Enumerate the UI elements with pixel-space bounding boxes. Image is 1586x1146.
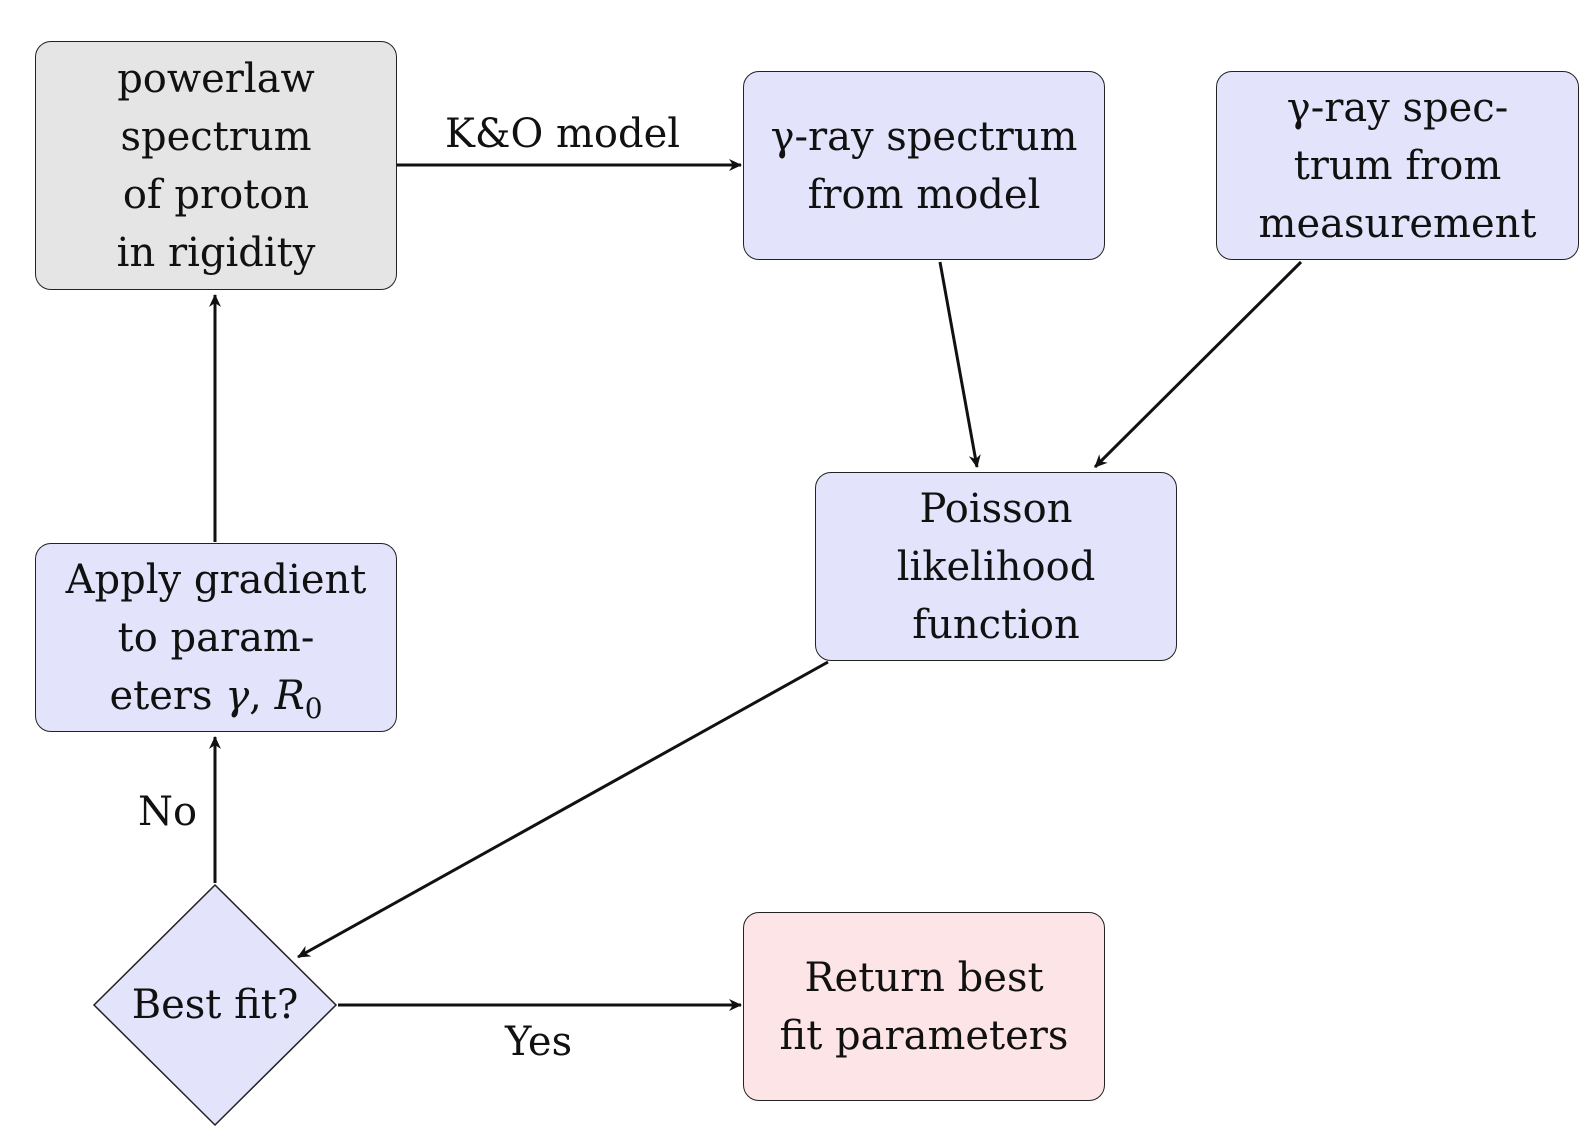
powerlaw-line-3: of proton bbox=[122, 171, 310, 218]
measured-spectrum-line-3: measurement bbox=[1258, 200, 1537, 247]
result-line-2: fit parameters bbox=[779, 1012, 1069, 1059]
gradient-separator: , bbox=[249, 672, 275, 719]
powerlaw-spectrum-node: powerlaw spectrum of proton in rigidity bbox=[35, 41, 397, 290]
poisson-line-3: function bbox=[912, 601, 1080, 648]
powerlaw-line-1: powerlaw bbox=[117, 55, 315, 102]
r-symbol: R bbox=[274, 672, 305, 719]
arrow-measurement-to-poisson bbox=[1093, 260, 1303, 469]
gamma-symbol: γ bbox=[225, 672, 250, 719]
decision-diamond bbox=[92, 883, 338, 1127]
gradient-line-3-prefix: eters bbox=[109, 672, 226, 719]
measured-spectrum-node: γ-ray spec- trum from measurement bbox=[1216, 71, 1579, 260]
powerlaw-line-4: in rigidity bbox=[116, 229, 316, 276]
arrow-poisson-to-decision bbox=[297, 660, 829, 959]
gradient-line-3: eters γ, R0 bbox=[66, 667, 367, 725]
gradient-line-2: to param- bbox=[117, 614, 315, 661]
decision-label: Best fit? bbox=[131, 982, 299, 1028]
apply-gradient-node: Apply gradient to param- eters γ, R0 bbox=[35, 543, 397, 732]
poisson-line-2: likelihood bbox=[896, 543, 1096, 590]
powerlaw-line-2: spectrum bbox=[120, 113, 312, 160]
gradient-line-1: Apply gradient bbox=[65, 556, 367, 603]
poisson-line-1: Poisson bbox=[919, 485, 1073, 532]
edge-label-yes: Yes bbox=[505, 1019, 573, 1065]
model-spectrum-node: γ-ray spectrum from model bbox=[743, 71, 1105, 260]
measured-spectrum-line-2: trum from bbox=[1293, 142, 1502, 189]
model-spectrum-line-2: from model bbox=[807, 171, 1041, 218]
edge-label-ko-model: K&O model bbox=[445, 111, 681, 157]
model-spectrum-line-1: γ-ray spectrum bbox=[770, 113, 1078, 160]
arrow-model-to-poisson bbox=[938, 261, 981, 468]
r-subscript: 0 bbox=[304, 691, 323, 725]
result-line-1: Return best bbox=[804, 954, 1044, 1001]
return-best-fit-node: Return best fit parameters bbox=[743, 912, 1105, 1101]
measured-spectrum-line-1: γ-ray spec- bbox=[1286, 84, 1509, 131]
edge-label-no: No bbox=[138, 789, 198, 835]
poisson-likelihood-node: Poisson likelihood function bbox=[815, 472, 1177, 661]
